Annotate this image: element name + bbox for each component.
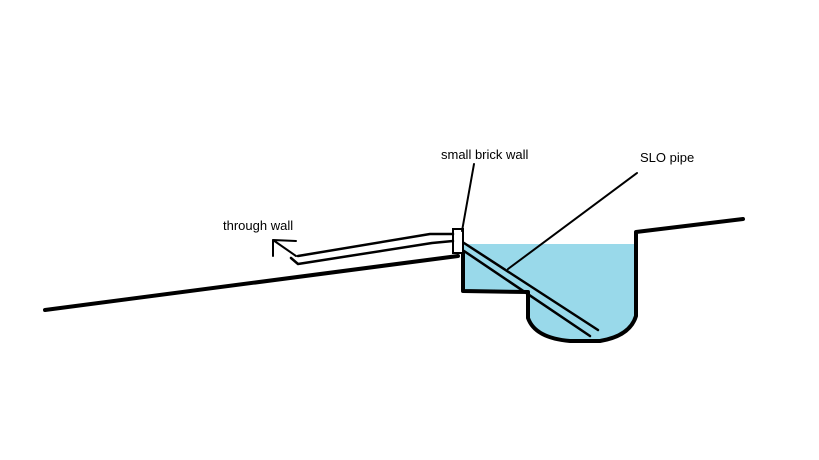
brick-wall-leader-line: [461, 163, 475, 232]
through-wall-arrow-icon: [272, 239, 297, 257]
small-brick-wall: [452, 228, 464, 254]
ground-line-left: [43, 254, 460, 312]
slo-pipe-leader-line: [507, 172, 638, 270]
pond-water: [463, 244, 636, 341]
pond-outline: [461, 217, 745, 343]
through-wall-label: through wall: [223, 218, 293, 233]
outlet-pipe: [289, 232, 455, 266]
slo-pipe: [462, 241, 600, 338]
slo-pipe-label: SLO pipe: [640, 150, 694, 165]
small-brick-wall-label: small brick wall: [441, 147, 529, 162]
